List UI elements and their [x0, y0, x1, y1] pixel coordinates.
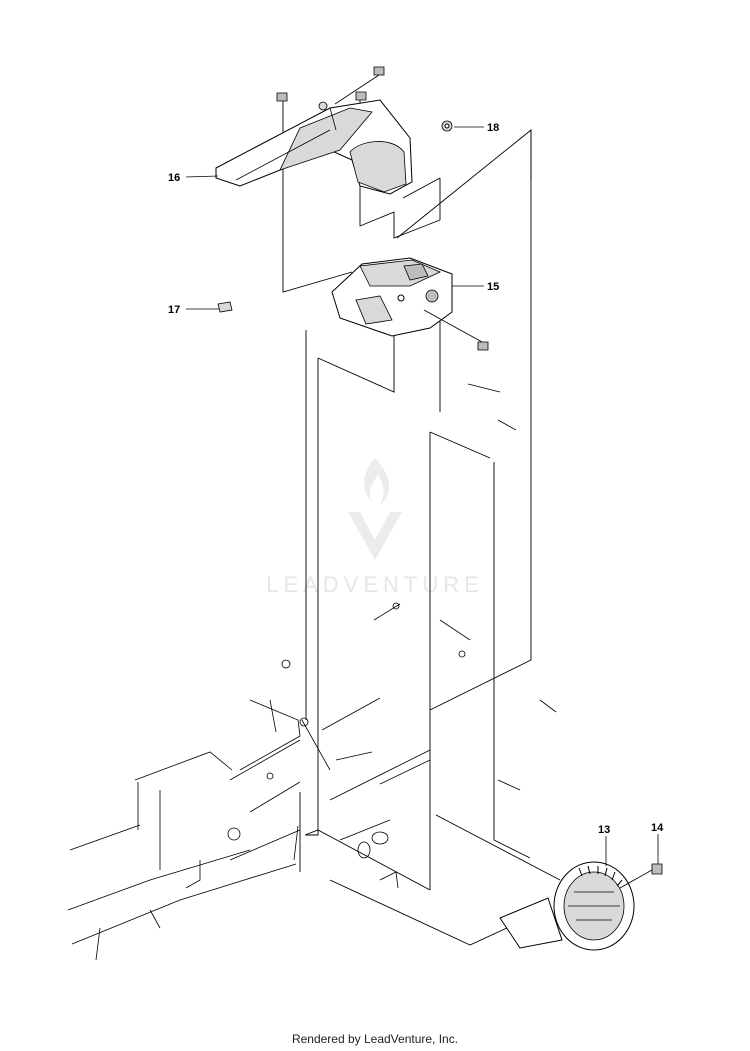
- dial-part: [499, 861, 635, 951]
- callout-18: 18: [487, 122, 499, 134]
- flame-logo-icon: [348, 458, 402, 560]
- mount-hole-icon: [318, 101, 328, 111]
- top-fasteners: [276, 66, 385, 105]
- upper-cover-part: [215, 99, 413, 195]
- callout-17: 17: [168, 304, 180, 316]
- leader-16: [185, 175, 219, 178]
- assembly-guide-lines: [282, 98, 561, 946]
- console-screw: [423, 309, 489, 351]
- dial-tick-marks: [578, 865, 623, 887]
- callout-15: 15: [487, 281, 499, 293]
- callout-labels: 16 18 15 17 13 14: [168, 122, 664, 836]
- footer-credit: Rendered by LeadVenture, Inc.: [291, 1032, 459, 1046]
- callout-13: 13: [598, 824, 610, 836]
- nut-part: [441, 120, 453, 132]
- clip-part: [217, 301, 233, 313]
- screw-part: [619, 863, 663, 889]
- callout-14: 14: [651, 822, 664, 834]
- console-base-part: [331, 257, 453, 337]
- chassis-frame: [67, 383, 557, 961]
- watermark: LEADVENTURE: [266, 458, 484, 597]
- callout-leaders: [185, 126, 659, 866]
- watermark-text: LEADVENTURE: [266, 572, 484, 597]
- callout-16: 16: [168, 172, 180, 184]
